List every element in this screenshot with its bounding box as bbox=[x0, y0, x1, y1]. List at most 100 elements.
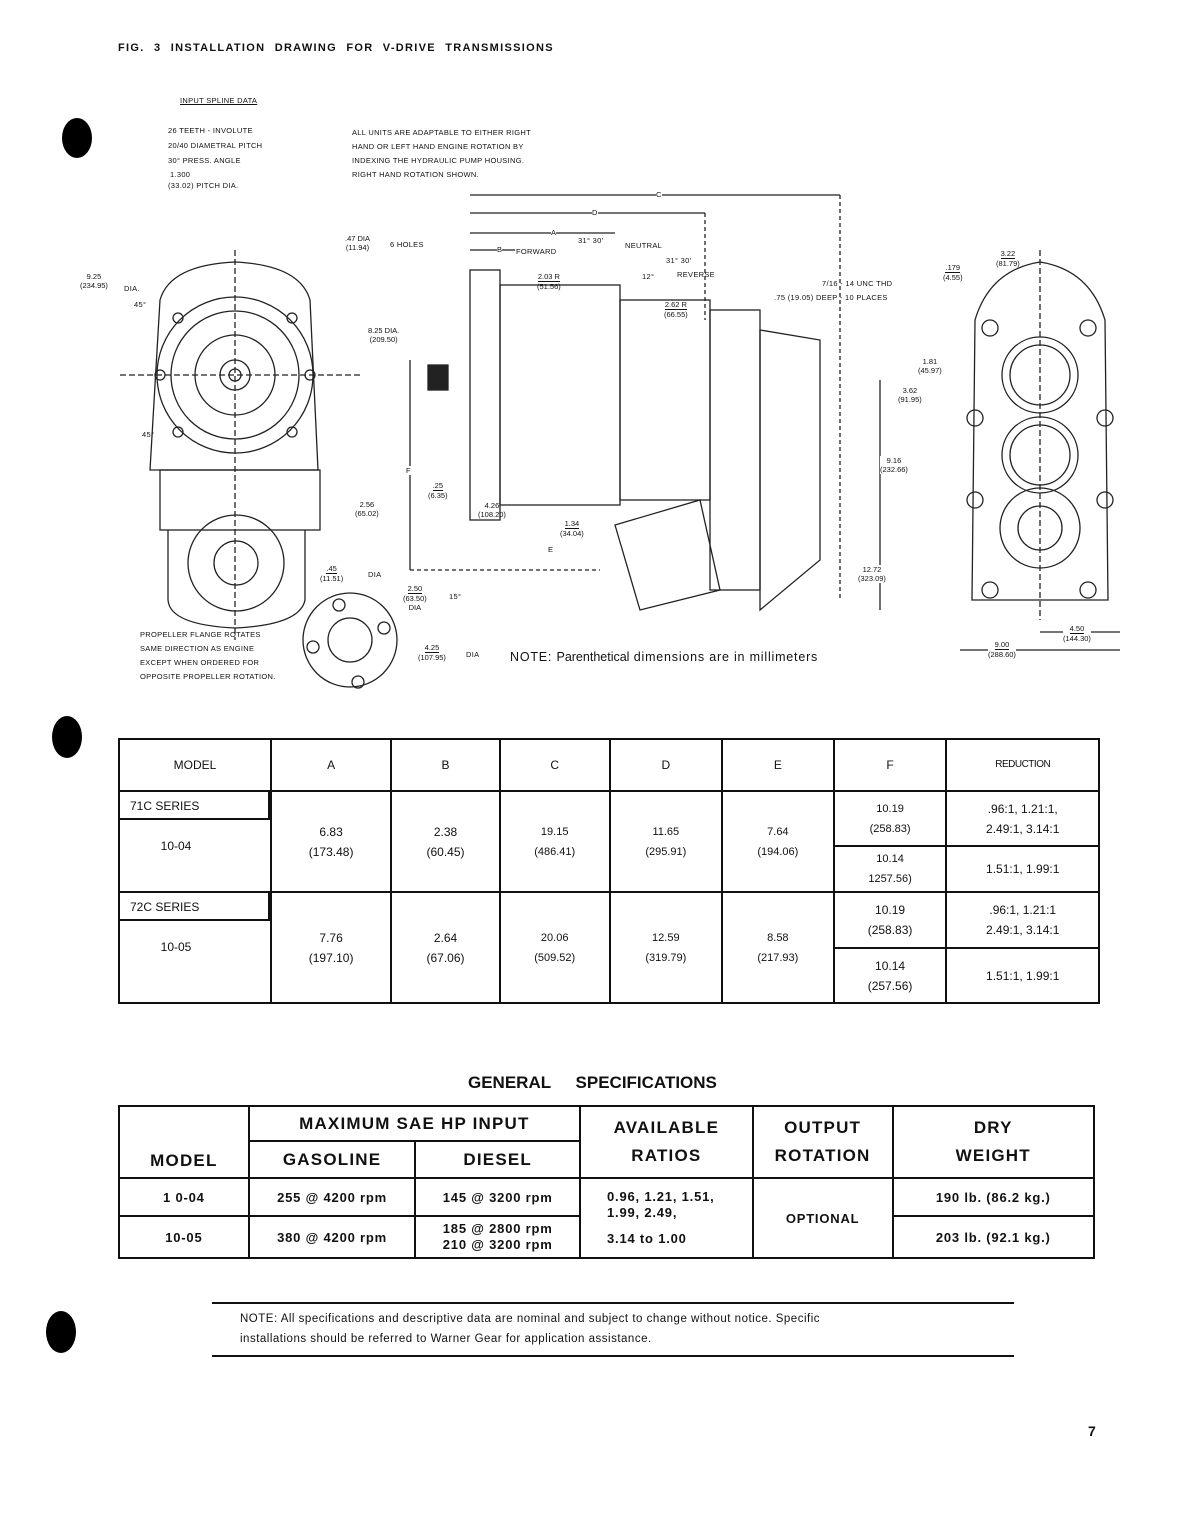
spline-line: 1.300 bbox=[170, 170, 191, 179]
dia-label: DIA bbox=[368, 570, 382, 579]
binder-hole bbox=[52, 716, 82, 758]
spline-line: 20/40 DIAMETRAL PITCH bbox=[168, 141, 263, 150]
flange-detail bbox=[302, 592, 398, 689]
angle-label: 15° bbox=[449, 592, 462, 601]
cell-weight: 190 lb. (86.2 kg.) bbox=[891, 1177, 1096, 1217]
header-reduction: REDUCTION bbox=[945, 738, 1100, 792]
spline-line: (33.02) PITCH DIA. bbox=[168, 181, 239, 190]
binder-hole bbox=[46, 1311, 76, 1353]
cell-e: 8.58(217.93) bbox=[721, 891, 835, 1004]
cell-f: 10.19(258.83) bbox=[832, 790, 948, 847]
cell-reduction: 1.51:1, 1.99:1 bbox=[945, 845, 1100, 893]
header-model: MODEL bbox=[118, 1105, 250, 1179]
header-e: E bbox=[721, 738, 835, 792]
propeller-note-line: SAME DIRECTION AS ENGINE bbox=[140, 644, 255, 653]
dia-label: DIA. bbox=[124, 284, 140, 293]
header-model: MODEL bbox=[118, 738, 272, 792]
table-header-row: MODEL A B C D E F REDUCTION bbox=[118, 738, 1100, 792]
dim-1272: 12.72(323.09) bbox=[858, 565, 886, 583]
rotation-note-line: INDEXING THE HYDRAULIC PUMP HOUSING. bbox=[352, 156, 525, 165]
side-view bbox=[409, 194, 841, 612]
cell-c: 19.15(486.41) bbox=[498, 790, 611, 893]
cell-c: 20.06(509.52) bbox=[498, 891, 611, 1004]
dim-925: 9.25(234.95) bbox=[80, 272, 108, 290]
spline-line: 26 TEETH - INVOLUTE bbox=[168, 126, 253, 135]
header-b: B bbox=[390, 738, 501, 792]
page-number: 7 bbox=[1088, 1423, 1096, 1439]
cell-d: 12.59(319.79) bbox=[608, 891, 724, 1004]
dim-256: 2.56(65.02) bbox=[355, 500, 379, 518]
header-a: A bbox=[269, 738, 393, 792]
dim-322: 3.22(81.79) bbox=[996, 249, 1020, 268]
holes-label: 6 HOLES bbox=[390, 240, 424, 249]
divider bbox=[212, 1302, 1014, 1304]
cell-reduction: 1.51:1, 1.99:1 bbox=[945, 947, 1100, 1004]
footer-note-line: installations should be referred to Warn… bbox=[240, 1333, 652, 1345]
thread-label: .75 (19.05) DEEP - 10 PLACES bbox=[774, 293, 888, 302]
divider bbox=[212, 1355, 1014, 1357]
dim-262r: 2.62 R(66.55) bbox=[664, 300, 688, 319]
dim-900: 9.00(288.60) bbox=[988, 640, 1016, 659]
cell-d: 11.65(295.91) bbox=[608, 790, 724, 893]
dim-425: 4.25(107.95) bbox=[418, 643, 446, 662]
model-number: 10-05 bbox=[160, 940, 192, 954]
header-gasoline: GASOLINE bbox=[247, 1140, 417, 1179]
dim-181: 1.81(45.97) bbox=[918, 357, 942, 375]
front-view bbox=[120, 250, 360, 640]
angle-label: 31° 30' bbox=[578, 236, 604, 245]
dim-134: 1.34(34.04) bbox=[560, 519, 584, 538]
general-specs-title: GENERAL SPECIFICATIONS bbox=[468, 1073, 717, 1092]
table-row: 1 0-04 255 @ 4200 rpm 145 @ 3200 rpm 0.9… bbox=[118, 1177, 1096, 1259]
cell-reduction: .96:1, 1.21:1,2.49:1, 3.14:1 bbox=[945, 790, 1100, 847]
rotation-note-line: HAND OR LEFT HAND ENGINE ROTATION BY bbox=[352, 142, 524, 151]
spline-line: 30° PRESS. ANGLE bbox=[168, 156, 241, 165]
dim-f-label: F bbox=[406, 466, 411, 475]
header-diesel: DIESEL bbox=[414, 1140, 581, 1179]
rotation-note-line: ALL UNITS ARE ADAPTABLE TO EITHER RIGHT bbox=[352, 128, 531, 137]
angle-label: 45° bbox=[142, 430, 155, 439]
diesel-value: 185 @ 2800 rpm bbox=[442, 1221, 553, 1236]
dim-e-label: E bbox=[548, 545, 554, 554]
dim-203r: 2.03 R(51.56) bbox=[537, 272, 561, 291]
table-header-row: GASOLINE DIESEL bbox=[119, 1140, 1094, 1179]
dim-c-label: C bbox=[656, 190, 662, 199]
propeller-note-line: OPPOSITE PROPELLER ROTATION. bbox=[140, 672, 276, 681]
angle-label: 31° 30' bbox=[666, 256, 692, 265]
cell-gasoline: 380 @ 4200 rpm bbox=[247, 1215, 417, 1259]
thread-label: 7/16 - 14 UNC THD bbox=[822, 279, 893, 288]
dim-362: 3.62(91.95) bbox=[898, 386, 922, 404]
cell-model: 10-05 bbox=[118, 1215, 250, 1259]
angle-label: 12° bbox=[642, 272, 655, 281]
binder-hole bbox=[62, 118, 92, 158]
reverse-label: REVERSE bbox=[677, 270, 715, 279]
angle-label: 45° bbox=[134, 300, 147, 309]
dim-b-label: B bbox=[497, 245, 503, 254]
propeller-note-line: PROPELLER FLANGE ROTATES bbox=[140, 630, 261, 639]
millimeter-note: NOTE: Parenthetical dimensions are in mi… bbox=[510, 650, 819, 664]
table-row: 10.14(257.56) 1.51:1, 1.99:1 bbox=[119, 947, 1100, 1004]
dim-a-label: A bbox=[551, 228, 557, 237]
header-d: D bbox=[608, 738, 724, 792]
cell-f: 10.19(258.83) bbox=[832, 891, 948, 949]
forward-label: FORWARD bbox=[516, 247, 557, 256]
transmission-drawing bbox=[120, 194, 1120, 689]
cell-model: 1 0-04 bbox=[118, 1177, 250, 1217]
cell-b: 2.64(67.06) bbox=[390, 891, 501, 1004]
cell-b: 2.38(60.45) bbox=[390, 790, 501, 893]
dim-916: 9.16(232.66) bbox=[880, 456, 908, 474]
model-number: 10-04 bbox=[160, 839, 192, 853]
